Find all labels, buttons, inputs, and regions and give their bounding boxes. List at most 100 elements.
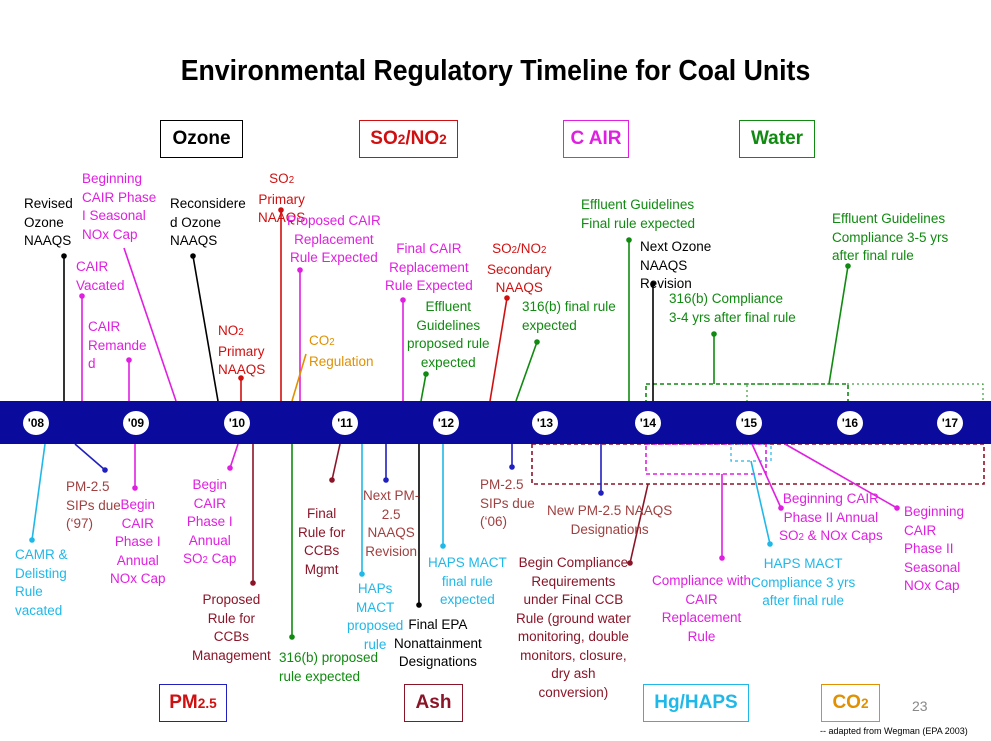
year-marker-14: '14 xyxy=(635,411,661,435)
year-marker-10: '10 xyxy=(224,411,250,435)
source-note: -- adapted from Wegman (EPA 2003) xyxy=(820,726,968,736)
dashed-box-cair-replacement xyxy=(645,443,767,475)
year-marker-08: '08 xyxy=(23,411,49,435)
connector-reconsidered-ozone xyxy=(192,255,219,402)
dot-begin-cair-annual-so2 xyxy=(227,465,233,471)
dot-316b-final xyxy=(534,339,540,345)
dot-beginning-cair-phase2-seasonal xyxy=(894,505,900,511)
connector-beginning-cair-seasonal xyxy=(123,247,177,402)
dot-effluent-final xyxy=(626,237,632,243)
page-title: Environmental Regulatory Timeline for Co… xyxy=(180,55,811,87)
year-marker-12: '12 xyxy=(433,411,459,435)
dot-begin-compliance-ccb xyxy=(627,560,633,566)
connector-316b-final xyxy=(515,341,538,402)
dot-proposed-ccb xyxy=(250,580,256,586)
connector-pm25-sips-97 xyxy=(74,443,106,471)
dot-begin-cair-annual-nox xyxy=(132,485,138,491)
dot-effluent-proposed xyxy=(423,371,429,377)
legend-cair: C AIR xyxy=(563,120,629,158)
dot-haps-mact-proposed xyxy=(359,571,365,577)
connector-beginning-cair-phase2-annual xyxy=(751,443,782,509)
legend-pm25: PM2.5 xyxy=(159,684,227,722)
dot-next-ozone xyxy=(650,281,656,287)
dot-final-ccb xyxy=(329,477,335,483)
dot-pm25-sips-97 xyxy=(102,467,108,473)
legend-ozone: Ozone xyxy=(160,120,243,158)
dot-no2-primary xyxy=(238,375,244,381)
dot-cair-remanded xyxy=(126,357,132,363)
dot-new-pm25 xyxy=(598,490,604,496)
dot-316b-compliance xyxy=(711,331,717,337)
dot-haps-mact-compliance xyxy=(767,541,773,547)
dot-camr-delisting xyxy=(29,537,35,543)
dot-revised-ozone xyxy=(61,253,67,259)
connector-haps-mact-compliance xyxy=(750,460,771,545)
dot-pm25-sips-06 xyxy=(509,464,515,470)
connector-begin-compliance-ccb xyxy=(629,483,649,564)
dashed-box-ash-compliance xyxy=(531,443,985,485)
year-marker-15: '15 xyxy=(736,411,762,435)
year-marker-11: '11 xyxy=(332,411,358,435)
connector-beginning-cair-phase2-seasonal xyxy=(784,443,898,509)
connector-begin-cair-annual-so2 xyxy=(229,443,239,469)
dot-beginning-cair-phase2-annual xyxy=(778,505,784,511)
connector-co2-regulation xyxy=(291,353,307,402)
dot-effluent-compliance xyxy=(845,263,851,269)
year-marker-16: '16 xyxy=(837,411,863,435)
year-marker-13: '13 xyxy=(532,411,558,435)
dot-proposed-cair-replacement xyxy=(297,267,303,273)
dot-next-pm25 xyxy=(383,477,389,483)
legend-ash: Ash xyxy=(404,684,463,722)
legend-co2: CO2 xyxy=(821,684,880,722)
dot-haps-mact-final xyxy=(440,543,446,549)
dot-316b-proposed xyxy=(289,634,295,640)
connector-camr-delisting xyxy=(31,443,46,541)
dashed-box-cair-compliance xyxy=(746,383,984,403)
dot-final-nonattainment xyxy=(416,602,422,608)
dot-so2-no2-secondary xyxy=(504,295,510,301)
connector-final-ccb xyxy=(331,443,341,481)
connector-effluent-compliance xyxy=(828,265,849,385)
dot-final-cair-replacement xyxy=(400,297,406,303)
dot-reconsidered-ozone xyxy=(190,253,196,259)
dashed-box-haps-compliance xyxy=(730,443,772,462)
page-number: 23 xyxy=(912,698,928,714)
year-marker-17: '17 xyxy=(937,411,963,435)
legend-water: Water xyxy=(739,120,815,158)
timeline-band xyxy=(0,401,991,444)
